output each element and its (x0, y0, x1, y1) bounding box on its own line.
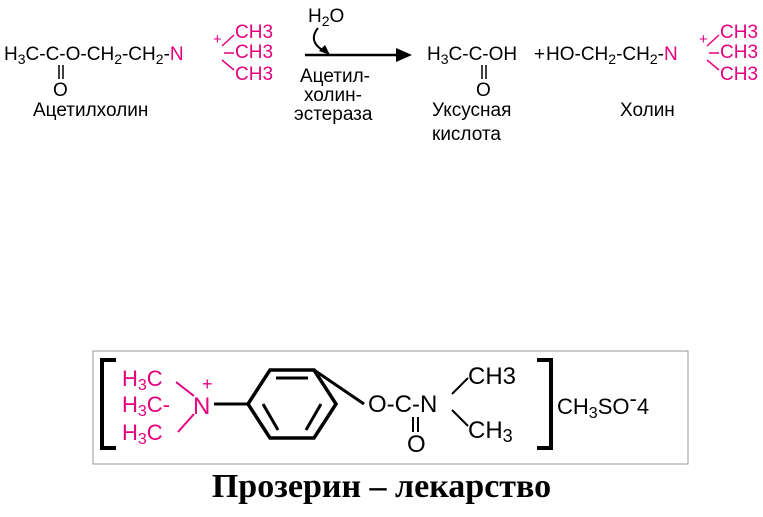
choline-methyl-3: CH3 (720, 64, 758, 85)
prozerin-structure: H3C H3C- H3C N + O-C-N O CH3 CH3 CH3SO-4 (92, 350, 689, 465)
prozerin-carbonyl-o: O (407, 431, 426, 458)
acetylcholine-plus-charge: + (213, 31, 222, 48)
reaction-arrowhead (396, 48, 412, 62)
acetylcholine-methyl-2: CH3 (235, 42, 273, 63)
water-label: H2O (308, 6, 344, 29)
prozerin-n-atom: N (193, 393, 210, 420)
prozerin-plus-charge: + (202, 374, 213, 394)
prozerin-methyl-left-2: H3C- (122, 392, 170, 420)
choline-methyl-2: CH3 (720, 42, 758, 63)
prozerin-caption: Прозерин – лекарство (211, 468, 552, 505)
choline-methyl-1: CH3 (720, 22, 758, 43)
acetic-acid-name-1: Уксусная (432, 100, 511, 121)
acetic-acid-carbonyl-o: O (476, 80, 491, 101)
right-bracket (537, 358, 553, 450)
reaction-arrow-group: H2O Ацетил- холин- эстераза (294, 6, 412, 125)
acetylcholine-name: Ацетилхолин (33, 100, 148, 121)
acetic-acid-structure: H3C-C-OH O Уксусная кислота (427, 44, 517, 145)
benzene-ring (245, 368, 339, 440)
enzyme-line-3: эстераза (294, 104, 373, 125)
products-plus-sign: + (534, 44, 545, 65)
choline-name: Холин (620, 100, 675, 121)
prozerin-frame (92, 350, 689, 465)
acetylcholine-structure: H3C-C-O-CH2-CH2-N + O CH3 CH3 CH3 Ацетил… (4, 22, 273, 121)
enzyme-line-2: холин- (304, 85, 362, 106)
enzyme-line-1: Ацетил- (300, 66, 370, 87)
choline-structure: HO-CH2-CH2-N + CH3 CH3 CH3 Холин (546, 22, 758, 121)
acetylcholine-carbonyl-o: O (53, 80, 68, 101)
acetylcholine-formula-left: H3C-C-O-CH2-CH2-N (4, 44, 184, 67)
prozerin-methyl-right-1: CH3 (468, 363, 516, 390)
ring-ester-bond (313, 368, 365, 406)
acetic-acid-name-2: кислота (432, 124, 501, 145)
acetylcholine-methyl-3: CH3 (235, 64, 273, 85)
prozerin-ester-chain: O-C-N (368, 391, 437, 418)
acetic-acid-formula: H3C-C-OH (427, 44, 517, 67)
choline-formula: HO-CH2-CH2-N (546, 44, 678, 67)
left-bracket (100, 358, 116, 450)
acetylcholine-methyl-1: CH3 (235, 22, 273, 43)
prozerin-methyl-left-3: H3C (122, 420, 163, 448)
choline-plus-charge: + (699, 31, 708, 48)
